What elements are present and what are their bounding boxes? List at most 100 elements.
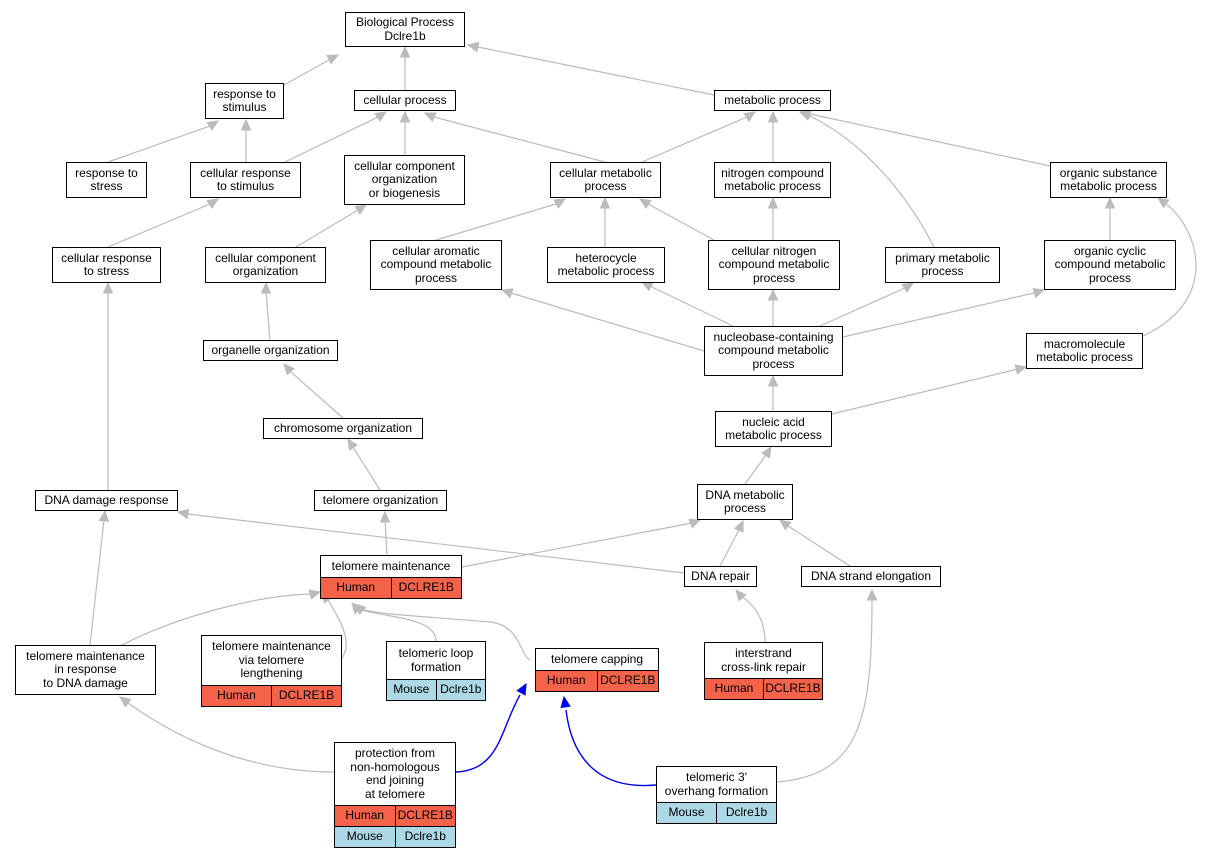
edge [740, 595, 766, 643]
go-term-label: telomere capping [550, 651, 644, 666]
go-term-node-rts[interactable]: response to stimulus [205, 83, 284, 119]
edge [649, 285, 734, 327]
edge-arrowhead [760, 445, 772, 459]
edge-arrowhead [866, 588, 878, 601]
go-term-node-nbccmp[interactable]: nucleobase-containing compound metabolic… [704, 326, 843, 376]
go-term-node-dse[interactable]: DNA strand elongation [801, 566, 941, 587]
edge-arrowhead [206, 120, 220, 132]
go-term-label: Biological Process Dclre1b [355, 15, 455, 43]
go-term-label: protection from non-homologous end joini… [350, 746, 440, 801]
annotation-row-human: Human DCLRE1B [705, 678, 822, 699]
edge-arrowhead [599, 196, 611, 209]
edge-arrowhead [119, 696, 132, 708]
go-term-node-namp[interactable]: nucleic acid metabolic process [715, 411, 832, 447]
go-term-node-tmrdd[interactable]: telomere maintenance in response to DNA … [15, 645, 156, 695]
edge-arrowhead [640, 281, 654, 292]
go-term-node-osmp[interactable]: organic substance metabolic process [1050, 162, 1167, 198]
go-term-node-oo[interactable]: organelle organization [203, 340, 338, 361]
edge-arrowhead [553, 198, 567, 209]
go-term-node-co[interactable]: chromosome organization [263, 418, 423, 439]
go-term-node-pnhej[interactable]: protection from non-homologous end joini… [334, 742, 456, 848]
species-cell: Mouse [668, 805, 705, 820]
edge [455, 694, 521, 773]
edge [355, 607, 531, 661]
go-term-label: nucleic acid metabolic process [725, 414, 822, 442]
go-term-node-mmp[interactable]: macromolecule metabolic process [1026, 333, 1143, 369]
edge [641, 116, 748, 163]
go-term-label: chromosome organization [273, 420, 413, 435]
edge [119, 593, 313, 647]
edge-arrowhead [1032, 287, 1046, 299]
edge [647, 203, 715, 241]
go-term-label: DNA repair [691, 568, 750, 583]
gene-cell: Dclre1b [394, 827, 456, 847]
go-term-label: telomere maintenance in response to DNA … [26, 648, 145, 690]
go-term-label: telomere maintenance [331, 558, 451, 573]
go-term-node-dr[interactable]: DNA repair [684, 566, 757, 587]
edge [327, 599, 347, 661]
go-term-node-rtstress[interactable]: response to stress [66, 162, 147, 198]
edge-arrowhead [308, 589, 322, 600]
go-term-node-ncmp[interactable]: nitrogen compound metabolic process [714, 162, 831, 198]
edge [435, 203, 557, 241]
go-term-node-mp[interactable]: metabolic process [714, 90, 831, 111]
edge-arrowhead [767, 110, 779, 123]
go-term-node-hmp[interactable]: heterocycle metabolic process [547, 247, 665, 283]
edge-arrowhead [1014, 364, 1028, 375]
edge-arrowhead [240, 118, 252, 131]
go-term-node-cmp[interactable]: cellular metabolic process [550, 162, 661, 198]
gene-cell: DCLRE1B [763, 679, 822, 699]
go-term-label: cellular aromatic compound metabolic pro… [380, 243, 492, 285]
go-term-node-dmp[interactable]: DNA metabolic process [697, 484, 793, 520]
edge [842, 292, 1035, 338]
species-cell: Mouse [346, 829, 383, 844]
species-cell: Mouse [393, 682, 430, 697]
species-cell: Human [345, 808, 385, 823]
go-term-node-cp[interactable]: cellular process [354, 90, 456, 111]
species-cell: Human [714, 681, 754, 696]
edge [477, 46, 715, 96]
edge [819, 287, 906, 327]
go-term-node-crstress[interactable]: cellular response to stress [52, 247, 161, 283]
edge-arrowhead [767, 196, 779, 209]
edge [744, 454, 767, 485]
go-term-label: interstrand cross-link repair [721, 646, 806, 674]
edge [776, 599, 873, 783]
go-term-node-ddr[interactable]: DNA damage response [35, 490, 178, 511]
go-term-node-cacmp[interactable]: cellular aromatic compound metabolic pro… [370, 240, 502, 290]
go-term-node-cncmp[interactable]: cellular nitrogen compound metabolic pro… [708, 240, 840, 290]
go-term-label: DNA strand elongation [810, 568, 932, 583]
edge [1142, 202, 1197, 337]
go-term-node-occmp[interactable]: organic cyclic compound metabolic proces… [1044, 240, 1176, 290]
go-term-node-cco[interactable]: cellular component organization [205, 247, 326, 283]
go-term-label: cellular nitrogen compound metabolic pro… [718, 243, 830, 285]
go-term-label: telomeric 3' overhang formation [664, 770, 769, 798]
gene-cell: DCLRE1B [596, 671, 659, 691]
go-term-node-ccob[interactable]: cellular component organization or bioge… [344, 155, 465, 205]
edge [510, 292, 705, 352]
go-term-node-to[interactable]: telomere organization [314, 490, 447, 511]
edge-arrowhead [283, 363, 295, 376]
go-term-node-tmvtl[interactable]: telomere maintenance via telomere length… [201, 635, 342, 707]
go-term-node-pmp[interactable]: primary metabolic process [885, 247, 1000, 283]
edge-arrowhead [688, 518, 702, 529]
go-term-label: response to stimulus [213, 86, 276, 114]
edge [352, 446, 381, 491]
edge-arrowhead [98, 509, 110, 523]
edge [107, 125, 211, 163]
edge [809, 113, 1051, 167]
edge-arrowhead [399, 45, 411, 58]
edge-arrowhead [767, 288, 779, 301]
go-term-node-bp[interactable]: Biological Process Dclre1b [345, 12, 465, 47]
go-term-node-crts[interactable]: cellular response to stimulus [190, 162, 301, 198]
edge-arrowhead [638, 198, 652, 210]
go-term-label: cellular component organization or bioge… [354, 158, 455, 200]
